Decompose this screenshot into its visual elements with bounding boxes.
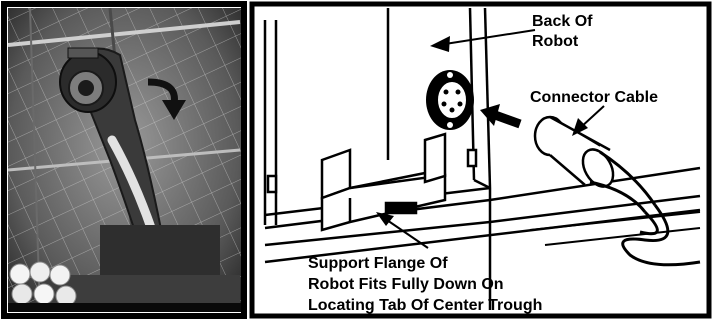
- label-support-flange-line-2: Robot Fits Fully Down On: [308, 276, 504, 293]
- line-drawing-panel: Back Of Robot Connector Cable Support Fl…: [252, 4, 709, 316]
- label-back-of-robot-line-2: Robot: [532, 33, 579, 50]
- label-support-flange-line-1: Support Flange Of: [308, 255, 448, 272]
- label-back-of-robot-line-1: Back Of: [532, 13, 593, 30]
- label-connector-cable: Connector Cable: [530, 89, 658, 106]
- label-support-flange-line-3: Locating Tab Of Center Trough: [308, 297, 542, 314]
- din-connector-socket: [426, 70, 474, 130]
- robot-photo: [8, 8, 241, 315]
